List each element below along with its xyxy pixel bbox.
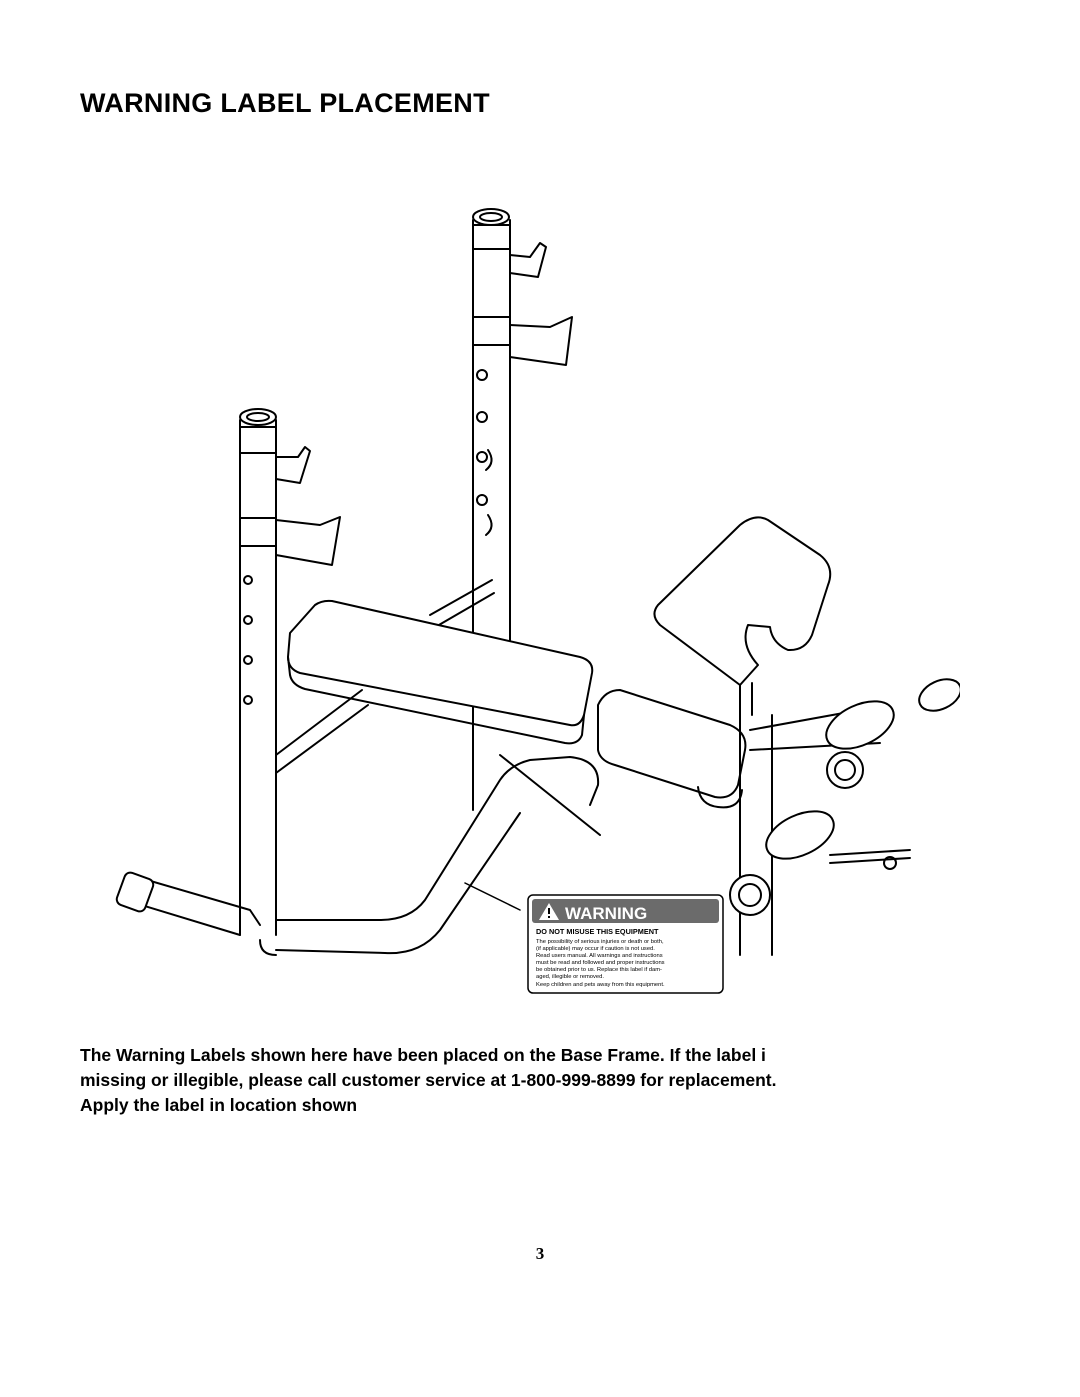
instructions-line: missing or illegible, please call custom… <box>80 1070 777 1090</box>
warning-triangle-icon <box>539 903 559 920</box>
page-number: 3 <box>535 1244 545 1263</box>
instructions-line: The Warning Labels shown here have been … <box>80 1045 766 1065</box>
warning-label-line: Read users manual. All warnings and inst… <box>536 953 663 959</box>
warning-label-line: aged, illegible or removed. <box>536 974 604 980</box>
warning-label-line: Keep children and pets away from this eq… <box>536 982 665 988</box>
warning-label: WARNING DO NOT MISUSE THIS EQUIPMENT The… <box>527 894 724 994</box>
warning-label-heading: WARNING <box>565 904 647 923</box>
instructions-line: Apply the label in location shown <box>80 1095 358 1115</box>
warning-label-line: (if applicable) may occur if caution is … <box>536 946 655 952</box>
instructions-paragraph: The Warning Labels shown here have been … <box>80 1043 980 1118</box>
warning-label-line: must be read and followed and proper ins… <box>536 960 665 966</box>
warning-label-line: be obtained prior to us. Replace this la… <box>536 967 662 973</box>
warning-label-line: The possibility of serious injuries or d… <box>536 939 664 945</box>
page-title: WARNING LABEL PLACEMENT <box>80 88 490 118</box>
bench-illustration: WARNING DO NOT MISUSE THIS EQUIPMENT The… <box>100 195 960 1005</box>
warning-label-subheading: DO NOT MISUSE THIS EQUIPMENT <box>536 927 659 936</box>
warning-label-header <box>532 899 719 923</box>
weight-bench-drawing <box>115 208 960 956</box>
